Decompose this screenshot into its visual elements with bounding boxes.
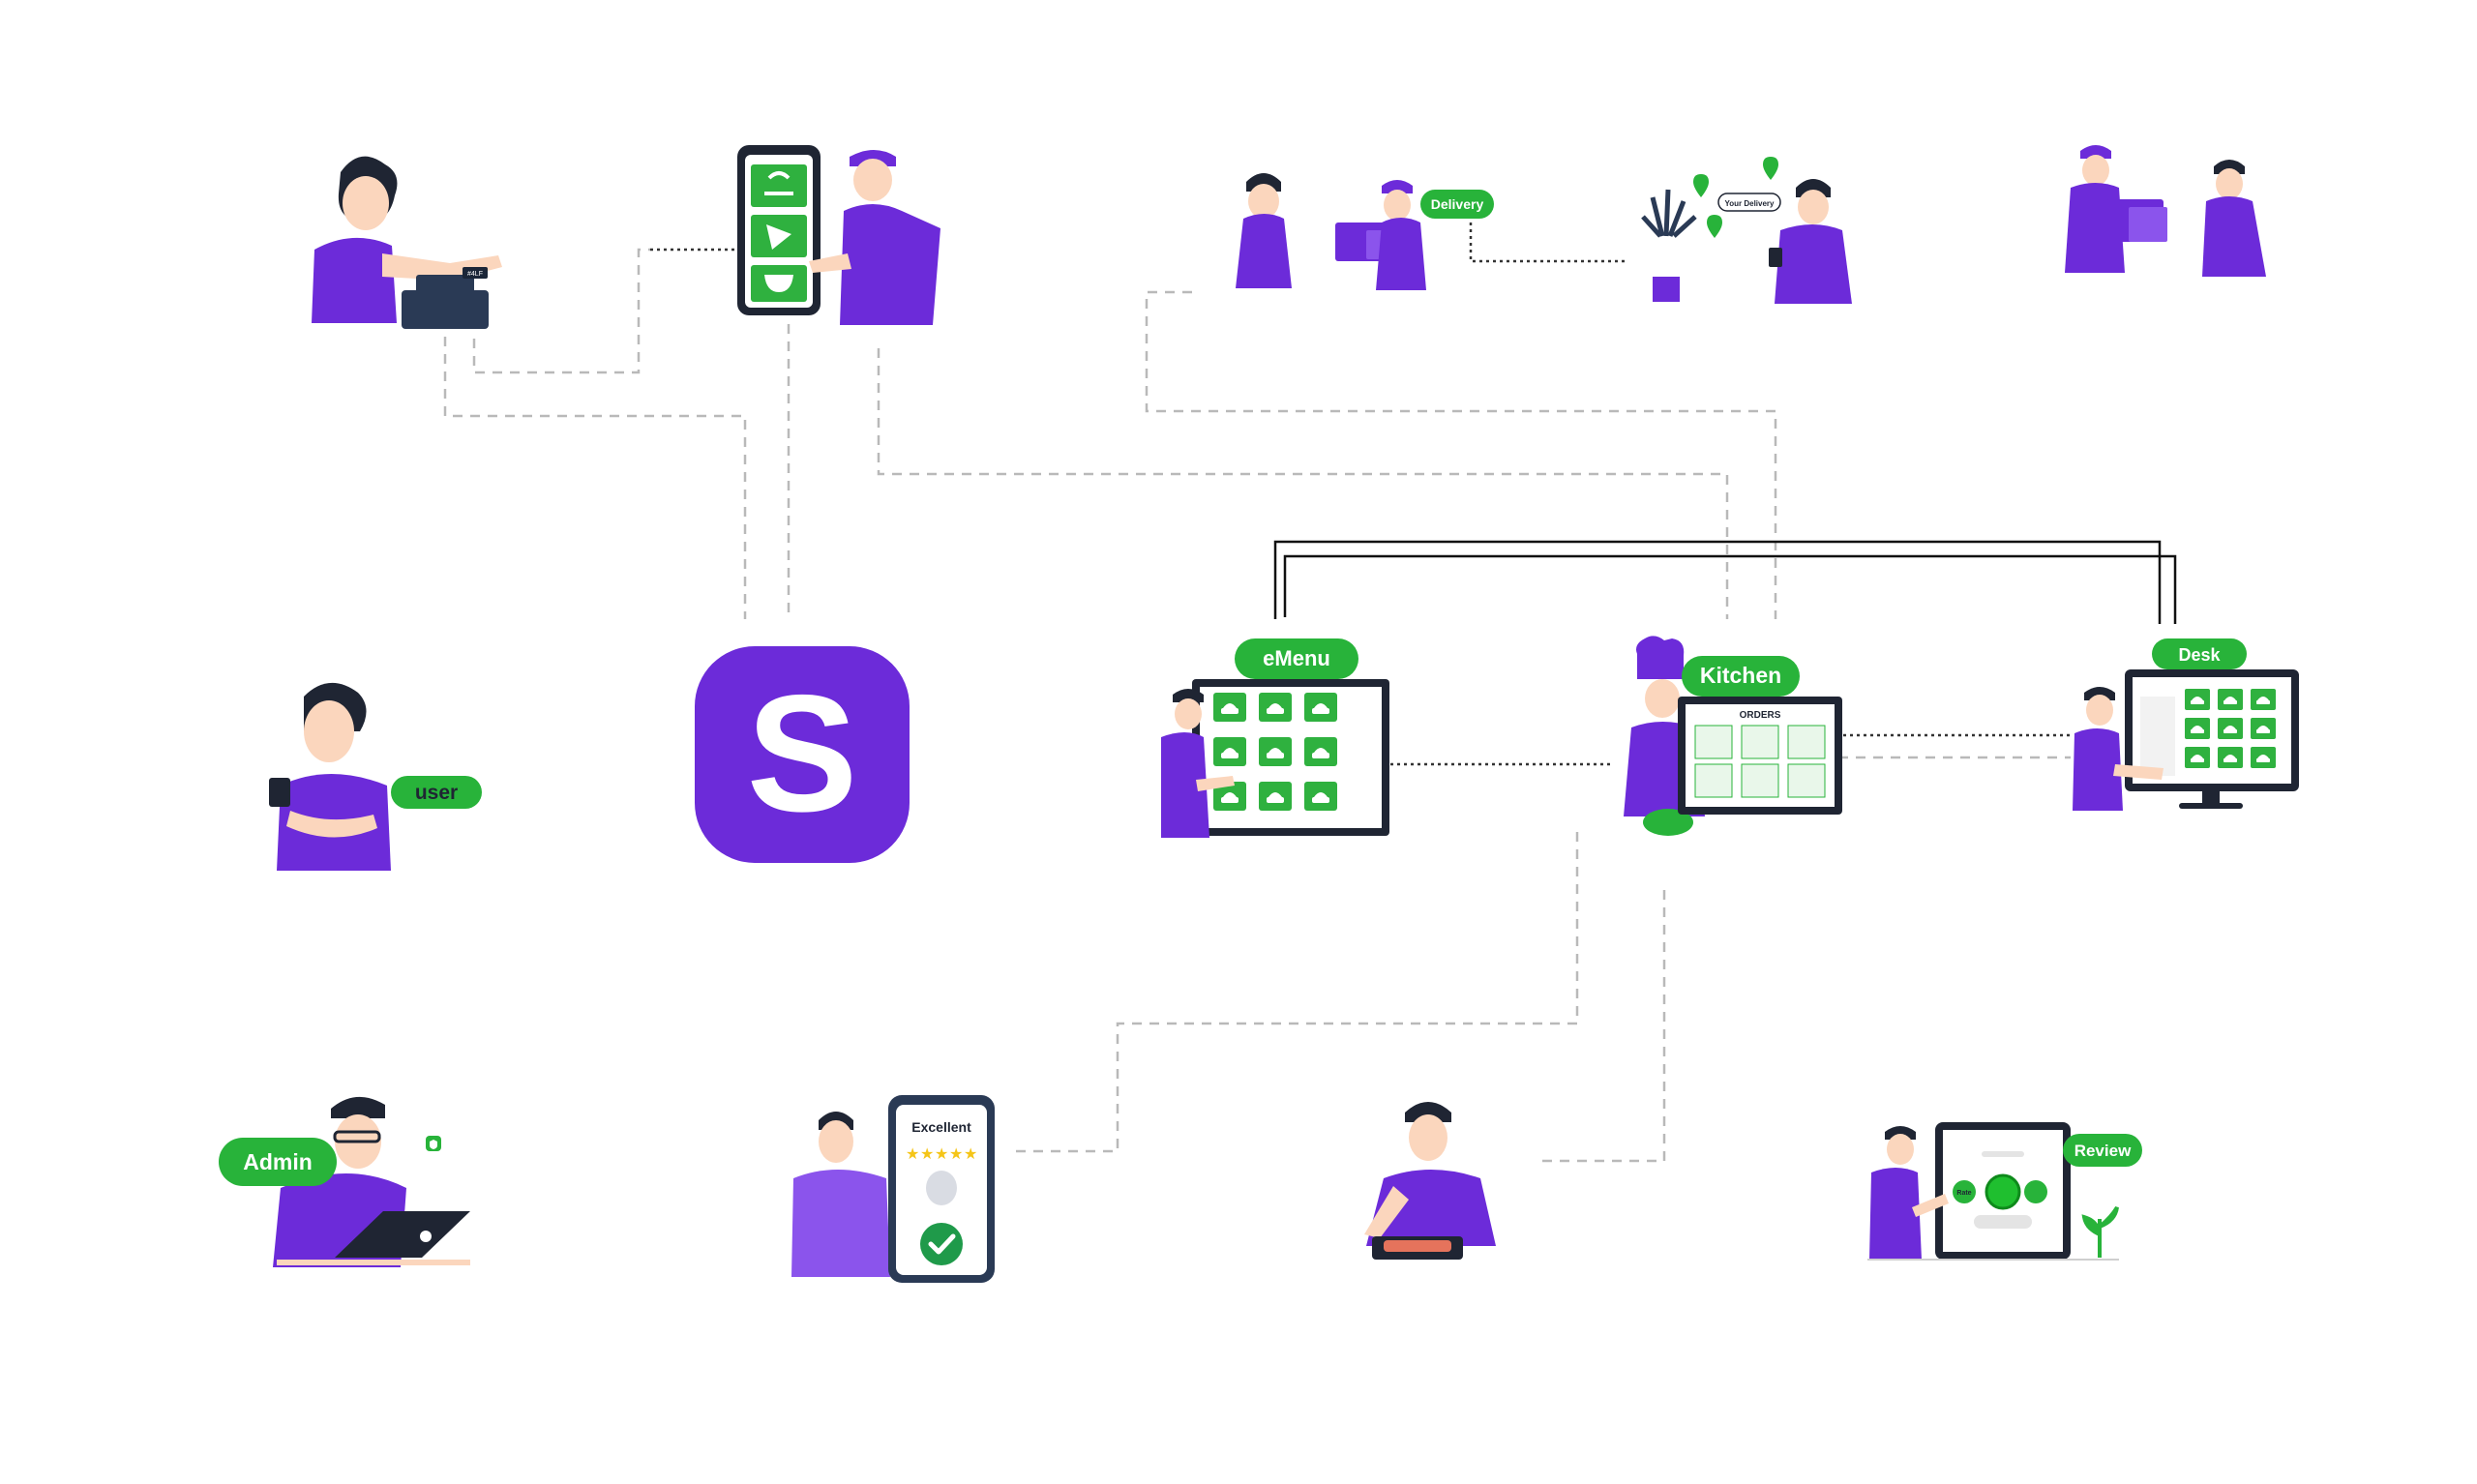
star-icon: ★	[935, 1144, 948, 1163]
connector-lines	[443, 248, 2071, 1163]
dotted-links	[650, 223, 2071, 766]
admin-badge: Admin	[219, 1138, 337, 1186]
chat-bubble-text: Your Delivery	[1725, 199, 1776, 208]
kitchen-screen-heading: ORDERS	[1740, 710, 1781, 721]
order-cards	[1694, 725, 1826, 798]
connector-register-to-phone	[472, 248, 650, 374]
shield-icon	[426, 1136, 441, 1151]
svg-text:Review: Review	[2074, 1142, 2132, 1160]
delivery-badge: Delivery	[1420, 190, 1494, 219]
emenu-illustration: eMenu	[1161, 638, 1389, 838]
desk-grid	[2185, 689, 2276, 768]
connector-kitchen-to-diner	[1538, 890, 1666, 1163]
svg-text:user: user	[415, 782, 458, 804]
rating-label: Excellent	[911, 1119, 971, 1135]
user-badge: user	[391, 776, 482, 809]
rating-illustration: Excellent ★ ★ ★ ★ ★	[791, 1095, 995, 1283]
rate-button-label: Rate	[1956, 1190, 1971, 1197]
admin-illustration: Admin	[219, 1096, 470, 1267]
svg-text:Kitchen: Kitchen	[1700, 663, 1781, 688]
bracket-lines	[1273, 540, 2177, 624]
location-pin-icon	[1707, 215, 1722, 238]
diner-illustration	[1364, 1102, 1496, 1260]
dotted-delivery-to-customer	[1469, 223, 1626, 263]
location-pin-icon	[1693, 174, 1709, 197]
app-logo-letter: S	[747, 661, 858, 846]
courier-handover-illustration	[2065, 145, 2266, 277]
cashier-illustration: #4LF	[312, 156, 502, 329]
food-icon	[751, 164, 807, 207]
desk-illustration: Desk	[2073, 638, 2299, 811]
star-rating: ★ ★ ★ ★ ★	[906, 1144, 977, 1163]
connector-delivery-to-kitchen	[1145, 290, 1777, 619]
svg-text:Desk: Desk	[2178, 645, 2221, 665]
check-icon[interactable]	[920, 1223, 963, 1265]
connector-phone-to-kitchen	[877, 348, 1729, 619]
customer-location-illustration: Your Delivery	[1641, 157, 1852, 304]
location-pin-icon	[1763, 157, 1778, 180]
mobile-order-illustration	[737, 145, 940, 325]
review-option-selected	[1985, 1173, 2021, 1210]
star-icon: ★	[949, 1144, 963, 1163]
svg-text:Delivery: Delivery	[1431, 196, 1484, 212]
register-display-label: #4LF	[467, 271, 483, 278]
review-option	[2024, 1180, 2047, 1203]
star-icon: ★	[906, 1144, 919, 1163]
app-logo[interactable]: S	[695, 646, 910, 863]
connector-register-to-logo	[443, 319, 747, 619]
bracket-outer	[1273, 540, 2162, 624]
star-icon: ★	[964, 1144, 977, 1163]
emenu-grid	[1213, 693, 1337, 811]
review-badge: Review	[2063, 1134, 2142, 1167]
desk-badge: Desk	[2152, 638, 2247, 669]
delivery-handoff-illustration: Delivery	[1236, 173, 1494, 290]
user-illustration: user	[269, 682, 482, 871]
svg-text:eMenu: eMenu	[1263, 646, 1330, 670]
bracket-inner	[1283, 554, 2177, 624]
review-option	[1953, 1180, 1976, 1203]
chat-bubble	[1717, 193, 1781, 212]
kitchen-illustration: ORDERS Kitchen	[1624, 636, 1842, 836]
kitchen-badge: Kitchen	[1682, 656, 1800, 697]
emenu-badge: eMenu	[1235, 638, 1358, 679]
svg-text:Admin: Admin	[243, 1149, 313, 1174]
review-illustration: Rate Review	[1867, 1122, 2142, 1261]
connector-kitchen-to-rating	[1016, 832, 1579, 1153]
star-icon: ★	[920, 1144, 934, 1163]
